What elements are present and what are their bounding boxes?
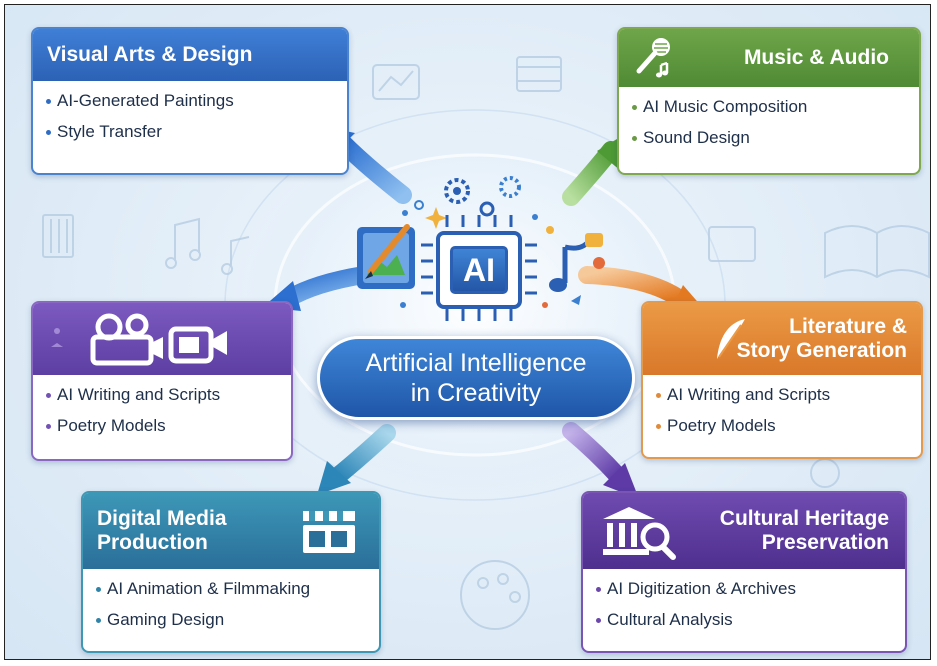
card-music-audio-header: Music & Audio <box>619 29 919 87</box>
list-item: AI-Generated Paintings <box>46 91 331 111</box>
paintbrush-icon <box>357 224 415 289</box>
card-film-scripts-list: AI Writing and Scripts Poetry Models <box>33 375 291 436</box>
museum-magnifier-icon <box>603 507 676 560</box>
ai-chip-icon: AI <box>436 231 522 309</box>
video-camera-icon <box>51 313 227 366</box>
card-cultural-heritage-title-line2: Preservation <box>761 531 889 554</box>
quill-icon <box>717 319 745 359</box>
card-film-scripts-header <box>33 303 291 375</box>
card-music-audio-title: Music & Audio <box>743 45 889 69</box>
card-music-audio-list: AI Music Composition Sound Design <box>619 87 919 148</box>
central-title-line2: in Creativity <box>410 379 542 407</box>
list-item: Sound Design <box>632 128 903 148</box>
card-digital-media-title-line1: Digital Media <box>97 506 227 530</box>
card-digital-media-title: Digital Media Production <box>97 507 227 555</box>
card-film-scripts: AI Writing and Scripts Poetry Models <box>31 301 293 461</box>
card-cultural-heritage: Cultural Heritage Preservation AI Digiti… <box>581 491 907 653</box>
card-visual-arts: Visual Arts & Design AI-Generated Painti… <box>31 27 349 175</box>
list-item: AI Animation & Filmmaking <box>96 579 363 599</box>
list-item: AI Digitization & Archives <box>596 579 889 599</box>
music-note-icon <box>549 233 605 305</box>
gear-icons <box>444 176 521 217</box>
list-item: AI Writing and Scripts <box>46 385 275 405</box>
list-item: Cultural Analysis <box>596 610 889 630</box>
card-literature: Literature & Story Generation AI Writing… <box>641 301 923 459</box>
card-cultural-heritage-title: Cultural Heritage Preservation <box>720 507 889 555</box>
card-cultural-heritage-header: Cultural Heritage Preservation <box>583 493 905 569</box>
card-digital-media-header: Digital Media Production <box>83 493 379 569</box>
card-literature-header: Literature & Story Generation <box>643 303 921 375</box>
ai-chip-label: AI <box>450 246 508 294</box>
central-title-line1: Artificial Intelligence <box>365 349 587 377</box>
list-item: Poetry Models <box>656 416 905 436</box>
card-digital-media: Digital Media Production AI Animation & … <box>81 491 381 653</box>
list-item: Style Transfer <box>46 122 331 142</box>
card-music-audio: Music & Audio AI Music Composition Sound… <box>617 27 921 175</box>
card-literature-title-line1: Literature & <box>789 314 907 338</box>
card-visual-arts-title: Visual Arts & Design <box>47 42 253 66</box>
microphone-icon <box>636 38 670 78</box>
card-digital-media-list: AI Animation & Filmmaking Gaming Design <box>83 569 379 630</box>
list-item: Poetry Models <box>46 416 275 436</box>
infographic-frame: AI Artificial Intelligence in Creativity… <box>4 4 931 660</box>
clapperboard-icon <box>303 511 355 553</box>
card-literature-title: Literature & Story Generation <box>737 315 907 363</box>
list-item: Gaming Design <box>96 610 363 630</box>
card-cultural-heritage-list: AI Digitization & Archives Cultural Anal… <box>583 569 905 630</box>
list-item: AI Writing and Scripts <box>656 385 905 405</box>
card-digital-media-title-line2: Production <box>97 531 208 554</box>
card-literature-list: AI Writing and Scripts Poetry Models <box>643 375 921 436</box>
central-title: Artificial Intelligence in Creativity <box>317 336 635 420</box>
card-visual-arts-header: Visual Arts & Design <box>33 29 347 81</box>
card-literature-title-line2: Story Generation <box>736 339 907 362</box>
card-visual-arts-list: AI-Generated Paintings Style Transfer <box>33 81 347 142</box>
list-item: AI Music Composition <box>632 97 903 117</box>
card-cultural-heritage-title-line1: Cultural Heritage <box>719 506 889 530</box>
